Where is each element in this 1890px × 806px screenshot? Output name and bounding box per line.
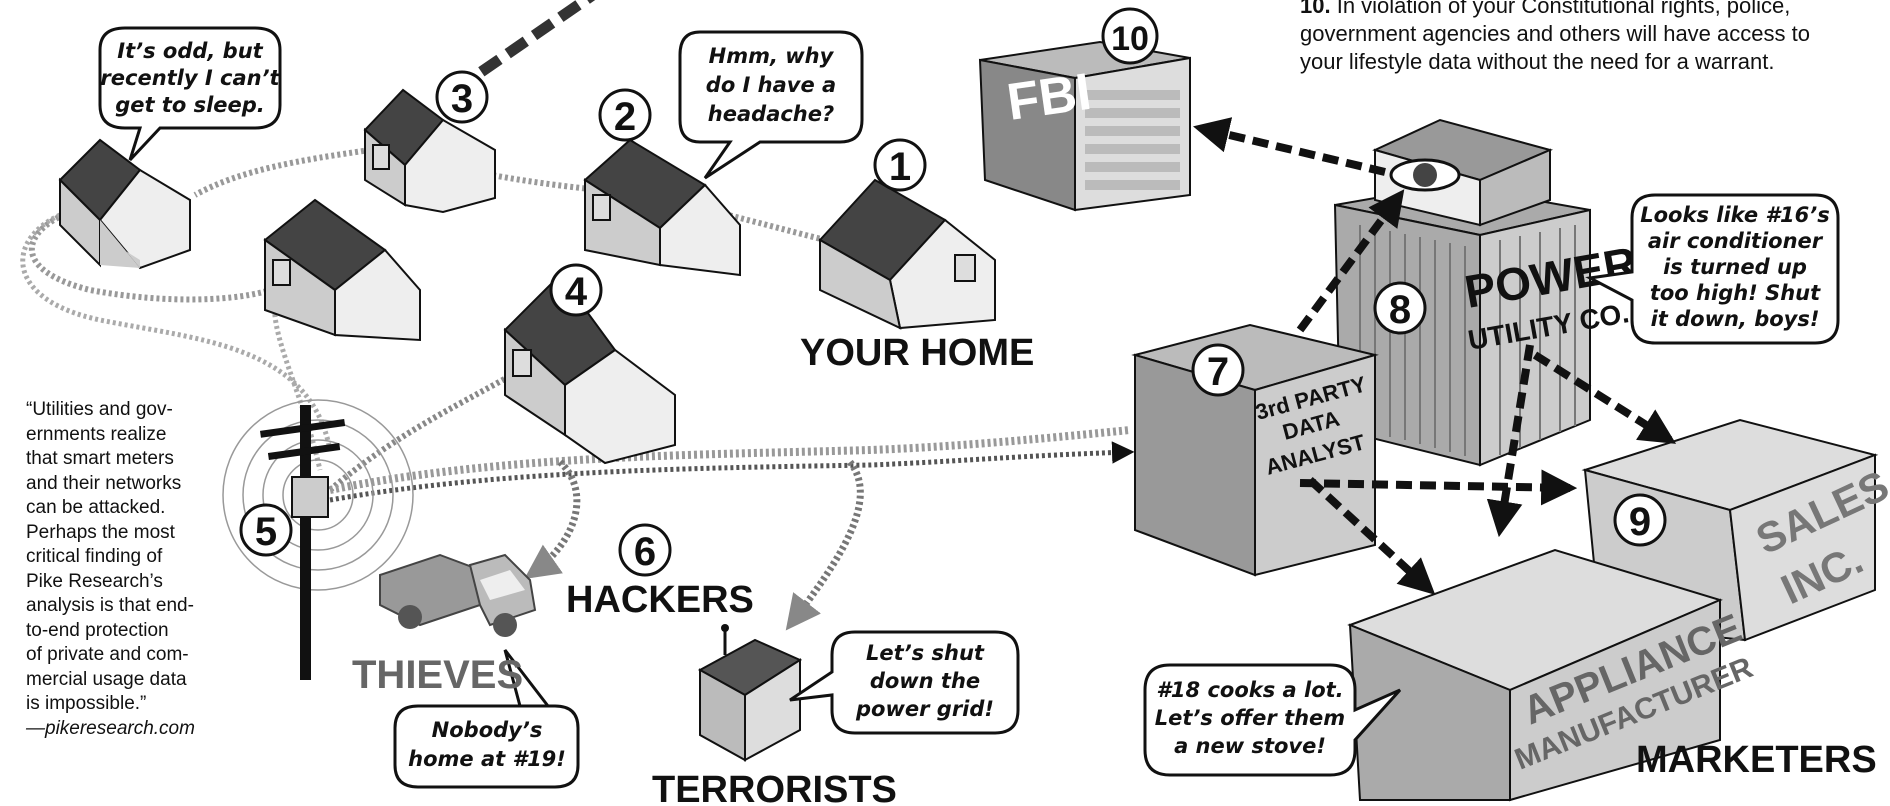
quote-line: Perhaps the most	[26, 521, 175, 543]
quote-line: is impossible.”	[26, 693, 147, 714]
svg-text:7: 7	[1207, 350, 1229, 394]
svg-text:do I have a: do I have a	[706, 73, 836, 97]
truck	[379, 553, 537, 637]
number-6: 6	[618, 523, 672, 577]
quote-line: that smart meters	[26, 448, 174, 469]
warrant-note-line-3: your lifestyle data without the need for…	[1300, 49, 1775, 74]
dashed-link-offpage	[451, 0, 596, 95]
house-your-home	[818, 178, 996, 330]
analyst-building	[1131, 323, 1379, 577]
quote-line: mercial usage data	[26, 668, 187, 690]
label-thieves: THIEVES	[352, 653, 523, 697]
number-8: 8	[1373, 281, 1427, 335]
house-4	[263, 198, 421, 342]
label-marketers: MARKETERS	[1636, 739, 1877, 781]
power-utility-building	[1333, 118, 1591, 467]
svg-text:Let’s offer them: Let’s offer them	[1155, 706, 1345, 730]
bubble-utility: Looks like #16’s air conditioner is turn…	[1585, 193, 1840, 345]
svg-text:it down, boys!: it down, boys!	[1651, 307, 1820, 331]
svg-text:2: 2	[614, 95, 636, 139]
svg-text:Let’s shut: Let’s shut	[866, 641, 985, 665]
svg-text:4: 4	[565, 270, 588, 314]
svg-text:It’s odd, but: It’s odd, but	[117, 39, 263, 63]
svg-text:air conditioner: air conditioner	[1648, 229, 1824, 253]
quote-source: —pikeresearch.com	[26, 717, 195, 739]
house-2	[583, 138, 741, 277]
svg-text:Nobody’s: Nobody’s	[432, 718, 543, 742]
number-markers: 1 2 3 4 5 6 7 8	[239, 7, 1667, 577]
svg-text:Hmm, why: Hmm, why	[709, 44, 835, 68]
bubble-terrorists: Let’s shut down the power grid!	[789, 630, 1020, 735]
svg-text:power grid!: power grid!	[855, 697, 994, 721]
utility-pole	[222, 399, 414, 680]
bubble-sleep: It’s odd, but recently I can’t get to sl…	[98, 26, 282, 162]
svg-text:6: 6	[634, 530, 656, 574]
quote-line: ernments realize	[26, 423, 167, 445]
svg-text:8: 8	[1389, 288, 1411, 332]
svg-text:1: 1	[889, 145, 911, 189]
number-4: 4	[549, 263, 603, 317]
warrant-note-line-1: 10. In violation of your Constitutional …	[1300, 0, 1890, 20]
bubble-thieves: Nobody’s home at #19!	[393, 649, 580, 789]
terrorist-hut	[697, 624, 803, 762]
number-7: 7	[1191, 343, 1245, 397]
label-your-home: YOUR HOME	[800, 332, 1034, 374]
quote-line: of private and com-	[26, 644, 189, 665]
fbi-label: FBI	[1004, 63, 1095, 132]
number-2: 2	[598, 88, 652, 142]
number-3: 3	[435, 70, 489, 124]
svg-text:5: 5	[255, 510, 277, 554]
number-5: 5	[239, 503, 293, 557]
quote-line: can be attacked.	[26, 497, 166, 518]
appliance-building	[1347, 548, 1723, 802]
svg-text:#18 cooks a lot.: #18 cooks a lot.	[1156, 678, 1343, 702]
number-9: 9	[1613, 493, 1667, 547]
svg-text:headache?: headache?	[708, 102, 834, 126]
house-5	[503, 273, 676, 465]
number-1: 1	[873, 138, 927, 192]
quote-line: to-end protection	[26, 619, 169, 641]
svg-text:10: 10	[1111, 20, 1149, 58]
svg-text:3: 3	[451, 77, 473, 121]
warrant-note-line-2: government agencies and others will have…	[1300, 21, 1810, 46]
svg-text:a new stove!: a new stove!	[1174, 734, 1326, 758]
svg-text:get to sleep.: get to sleep.	[115, 93, 265, 117]
label-hackers: HACKERS	[566, 579, 754, 621]
warrant-note-number: 10.	[1300, 0, 1331, 18]
quote-line: critical finding of	[26, 546, 163, 567]
bubble-appliance: #18 cooks a lot. Let’s offer them a new …	[1143, 663, 1402, 777]
eye-icon	[1389, 158, 1461, 192]
house-3	[363, 88, 496, 214]
svg-text:is turned up: is turned up	[1663, 255, 1807, 279]
label-terrorists: TERRORISTS	[652, 769, 897, 806]
svg-text:Looks like #16’s: Looks like #16’s	[1640, 203, 1830, 227]
svg-text:down the: down the	[870, 669, 980, 693]
svg-text:home at #19!: home at #19!	[408, 747, 566, 771]
svg-text:recently I can’t: recently I can’t	[100, 66, 280, 90]
pike-research-quote: “Utilities and gov- ernments realize tha…	[26, 398, 212, 741]
svg-text:9: 9	[1629, 500, 1651, 544]
warrant-note: 10. In violation of your Constitutional …	[1300, 0, 1890, 76]
bubble-headache: Hmm, why do I have a headache?	[678, 30, 864, 180]
quote-line: and their networks	[26, 472, 182, 494]
number-10: 10	[1101, 7, 1159, 65]
quote-line: analysis is that end-	[26, 595, 194, 616]
house-sleep	[58, 138, 191, 270]
quote-line: “Utilities and gov-	[26, 399, 173, 420]
data-flow-arrows	[1192, 117, 1677, 595]
quote-line: Pike Research’s	[26, 570, 163, 592]
svg-text:too high! Shut: too high! Shut	[1650, 281, 1821, 305]
